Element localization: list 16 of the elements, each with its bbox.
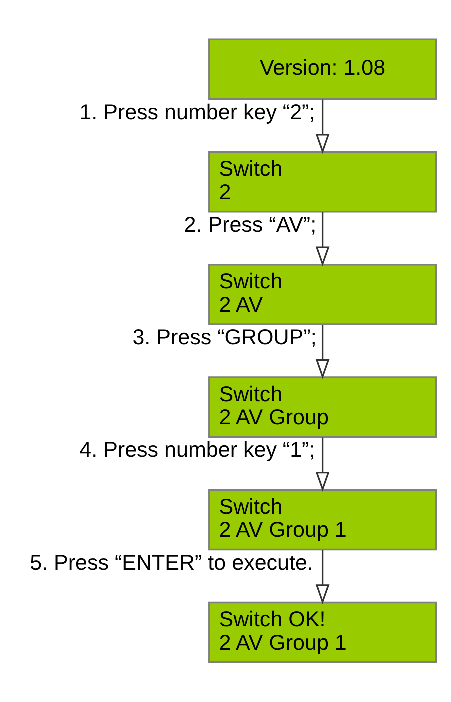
- edge-label: 3. Press “GROUP”;: [132, 326, 317, 350]
- arrow: [316, 100, 330, 154]
- node-box: Version: 1.08: [208, 38, 438, 100]
- node-box: Switch 2 AV: [208, 264, 438, 326]
- arrow: [316, 550, 330, 605]
- node-box: Switch 2: [208, 151, 438, 213]
- node-box: Switch 2 AV Group 1: [208, 489, 438, 551]
- arrow: [316, 325, 330, 380]
- edge-label: 4. Press number key “1”;: [80, 438, 316, 462]
- arrow: [316, 438, 330, 492]
- arrow: [316, 212, 330, 267]
- node-box: Switch 2 AV Group: [208, 376, 438, 438]
- edge-label: 2. Press “AV”;: [184, 212, 317, 237]
- node-box: Switch OK! 2 AV Group 1: [208, 602, 438, 664]
- edge-label: 5. Press “ENTER” to execute.: [30, 550, 314, 575]
- edge-label: 1. Press number key “2”;: [80, 100, 316, 124]
